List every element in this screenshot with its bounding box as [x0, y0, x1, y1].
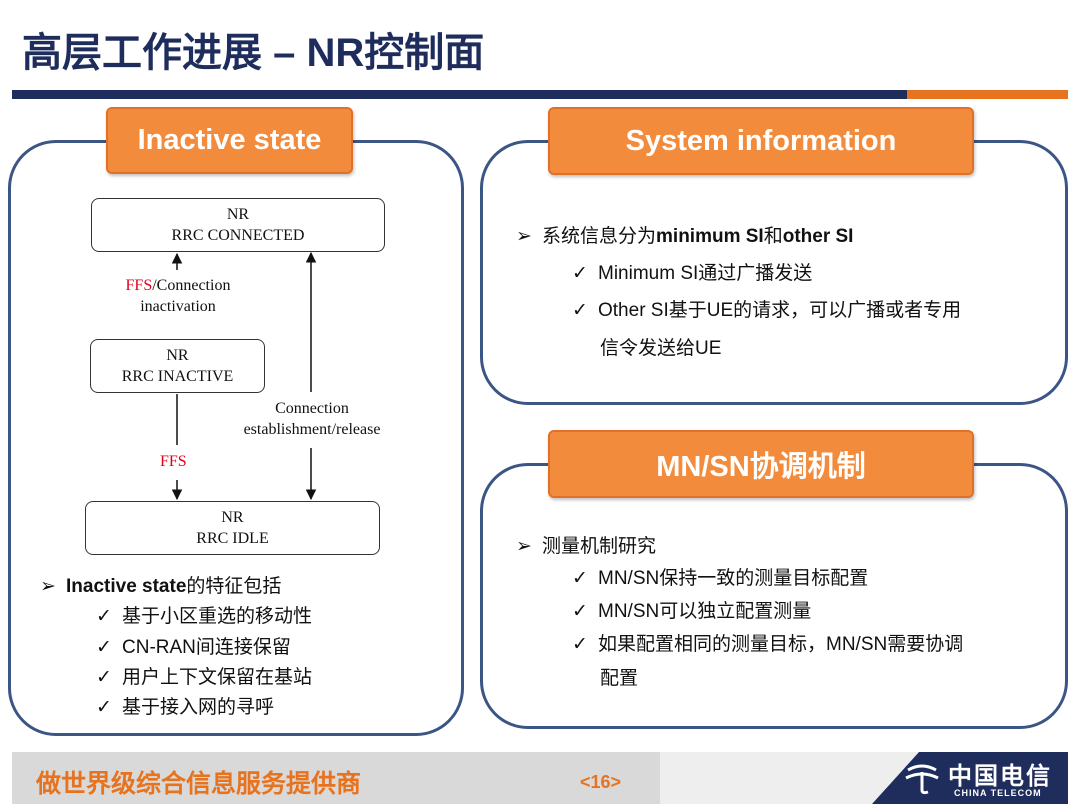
footer-bar [12, 752, 660, 804]
mn-main-bullet: ➢ 测量机制研究 [516, 535, 656, 559]
mn-sub-bullet: ✓ MN/SN可以独立配置测量 [572, 600, 811, 624]
state-rrc-connected: NR RRC CONNECTED [91, 198, 385, 252]
check-marker: ✓ [572, 263, 588, 284]
inactive-main-bullet: ➢ Inactive state的特征包括 [40, 575, 281, 599]
inactive-bullet-bold: Inactive state [66, 576, 187, 597]
check-marker: ✓ [572, 601, 588, 622]
inactive-sub-bullet: ✓ 用户上下文保留在基站 [96, 666, 312, 690]
inactive-sub-bullet: ✓ 基于接入网的寻呼 [96, 696, 274, 720]
mn-bullet-text: 测量机制研究 [542, 536, 657, 557]
mn-sub-bullet: ✓ 如果配置相同的测量目标，MN/SN需要协调 [572, 633, 963, 657]
inactive-sub-bullet: ✓ 基于小区重选的移动性 [96, 605, 312, 629]
label-inactivation: inactivation [140, 298, 216, 315]
state-idle-line1: NR [221, 509, 244, 526]
check-marker: ✓ [96, 667, 112, 688]
sub-text: CN-RAN间连接保留 [122, 637, 291, 658]
si-sub-bullet: ✓ Minimum SI通过广播发送 [572, 262, 812, 286]
inactive-sub-bullet: ✓ CN-RAN间连接保留 [96, 636, 291, 660]
inactive-state-header: Inactive state [106, 107, 353, 174]
label-ffs-top: FFS [125, 277, 153, 294]
title-rule-orange [907, 90, 1068, 99]
check-marker: ✓ [96, 697, 112, 718]
check-marker: ✓ [572, 300, 588, 321]
bullet-marker: ➢ [516, 226, 532, 247]
bullet-marker: ➢ [40, 576, 56, 597]
slide-title: 高层工作进展 – NR控制面 [22, 31, 485, 75]
si-main-bullet: ➢ 系统信息分为minimum SI和other SI [516, 225, 853, 249]
label-connection-top: /Connection [152, 277, 231, 294]
sub-text: 基于小区重选的移动性 [122, 606, 313, 627]
check-marker: ✓ [572, 634, 588, 655]
label-connection-inactivation: FFS/Connection inactivation [118, 275, 238, 317]
label-establishment-release: establishment/release [243, 421, 381, 438]
si-bullet-mid: 和 [763, 226, 783, 247]
si-sub-continuation: 信令发送给UE [600, 338, 722, 359]
page-number: <16> [580, 772, 622, 792]
si-bullet-other: other SI [782, 226, 854, 247]
bullet-marker: ➢ [516, 536, 532, 557]
mn-sub-continuation: 配置 [600, 668, 639, 689]
label-connection-right: Connection [275, 400, 349, 417]
china-telecom-logo-icon [905, 764, 939, 795]
footer-slogan: 做世界级综合信息服务提供商 [36, 770, 362, 798]
state-rrc-inactive: NR RRC INACTIVE [90, 339, 265, 393]
state-rrc-idle: NR RRC IDLE [85, 501, 380, 555]
logo-text-english: CHINA TELECOM [954, 788, 1042, 798]
inactive-bullet-rest: 的特征包括 [186, 576, 282, 597]
si-sub-bullet: ✓ Other SI基于UE的请求，可以广播或者专用 [572, 299, 961, 323]
title-rule-navy [12, 90, 907, 99]
mn-sn-header: MN/SN协调机制 [548, 430, 974, 498]
check-marker: ✓ [96, 637, 112, 658]
si-bullet-pre: 系统信息分为 [542, 226, 657, 247]
state-connected-line1: NR [226, 206, 250, 223]
sub-text: MN/SN保持一致的测量目标配置 [598, 568, 869, 589]
sub-text: MN/SN可以独立配置测量 [598, 601, 812, 622]
label-ffs-mid: FFS [160, 453, 187, 470]
sub-text: 用户上下文保留在基站 [122, 667, 313, 688]
state-inactive-line1: NR [166, 347, 189, 364]
system-information-header: System information [548, 107, 974, 175]
state-connected-line2: RRC CONNECTED [171, 227, 305, 244]
label-connection-establishment: Connection establishment/release [230, 398, 394, 440]
sub-text: 如果配置相同的测量目标，MN/SN需要协调 [598, 634, 964, 655]
sub-text: Minimum SI通过广播发送 [598, 263, 813, 284]
mn-sn-panel [480, 463, 1068, 729]
logo-text-chinese: 中国电信 [948, 763, 1052, 790]
sub-text: 基于接入网的寻呼 [122, 697, 275, 718]
check-marker: ✓ [572, 568, 588, 589]
sub-text: Other SI基于UE的请求，可以广播或者专用 [598, 300, 962, 321]
state-idle-line2: RRC IDLE [196, 530, 269, 547]
state-inactive-line2: RRC INACTIVE [121, 368, 234, 385]
check-marker: ✓ [96, 606, 112, 627]
si-bullet-minimum: minimum SI [656, 226, 764, 247]
mn-sub-bullet: ✓ MN/SN保持一致的测量目标配置 [572, 567, 868, 591]
